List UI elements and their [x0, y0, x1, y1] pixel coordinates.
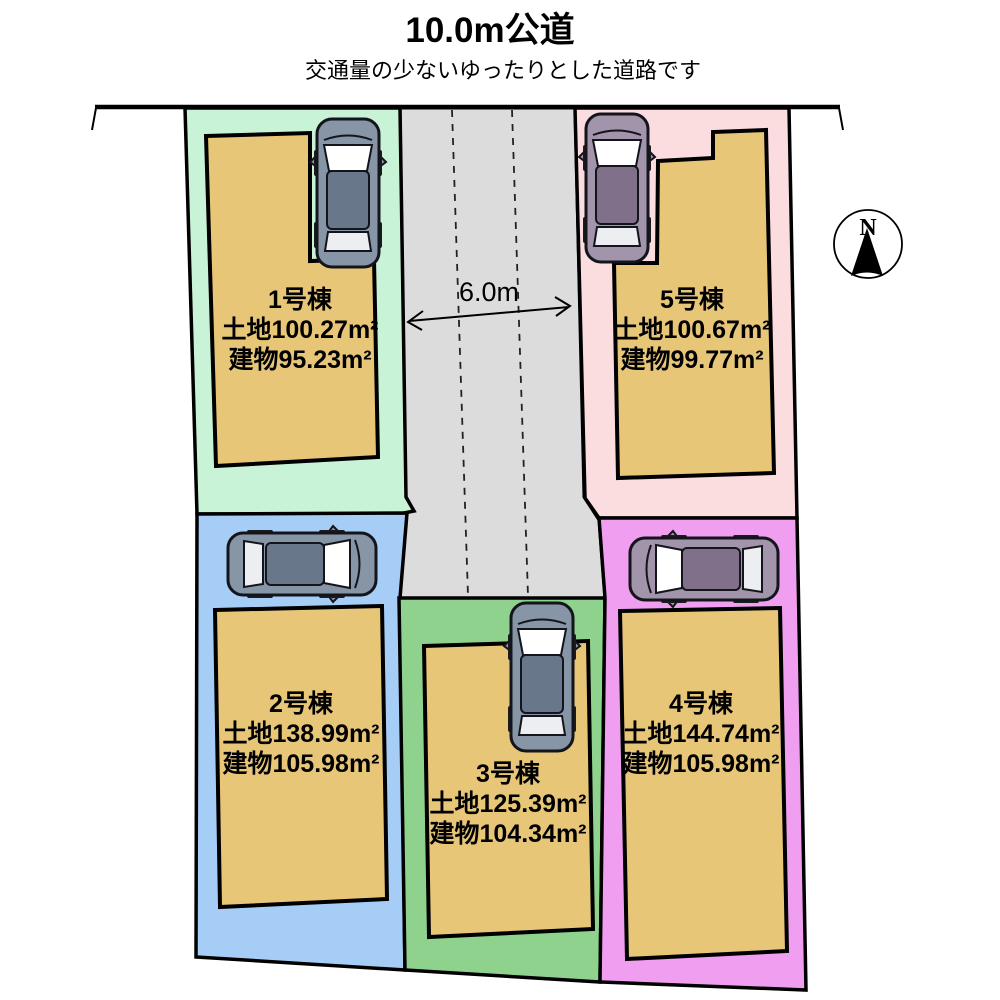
lot-1-land-area: 土地100.27m² — [221, 316, 378, 344]
lot-3-name: 3号棟 — [476, 760, 541, 788]
compass-north-label: N — [859, 215, 877, 241]
dimension-arrow — [406, 296, 572, 331]
lot-5-building-area: 建物99.77m² — [620, 346, 763, 374]
car-icon-lot-1 — [308, 117, 388, 269]
lot-1-label: 1号棟 土地100.27m² 建物95.23m² — [221, 286, 378, 374]
lot-2-label: 2号棟 土地138.99m² 建物105.98m² — [222, 690, 379, 778]
car-icon-lot-3 — [502, 601, 582, 753]
lot-2-building — [212, 603, 390, 910]
road-line-end-tick — [91, 107, 97, 131]
car-icon-lot-4 — [628, 529, 780, 609]
lot-5-name: 5号棟 — [660, 286, 725, 314]
lot-5-label: 5号棟 土地100.67m² 建物99.77m² — [613, 286, 770, 374]
lot-5-land-area: 土地100.67m² — [613, 316, 770, 344]
compass: N — [833, 209, 903, 279]
road-width-dimension: 6.0m — [406, 277, 572, 331]
page-subtitle: 交通量の少ないゆったりとした道路です — [305, 58, 701, 83]
road-width-label: 6.0m — [459, 277, 519, 307]
road-line-end-tick — [838, 107, 844, 131]
lot-3-building-area: 建物104.34m² — [429, 820, 586, 848]
lot-2-land-area: 土地138.99m² — [222, 720, 379, 748]
lot-4-building — [617, 605, 790, 962]
page-title: 10.0m公道 — [405, 11, 574, 50]
lot-5-building — [611, 127, 777, 481]
lot-2-building-area: 建物105.98m² — [222, 750, 379, 778]
lot-1-name: 1号棟 — [268, 286, 333, 314]
lot-4-name: 4号棟 — [669, 690, 734, 718]
road-dashed-line — [511, 109, 529, 597]
lot-2-name: 2号棟 — [269, 690, 334, 718]
lot-3-land-area: 土地125.39m² — [429, 790, 586, 818]
car-icon-lot-5 — [577, 112, 657, 264]
car-icon-lot-2 — [226, 524, 378, 604]
lot-4-label: 4号棟 土地144.74m² 建物105.98m² — [622, 690, 779, 778]
road-dashed-line — [451, 109, 469, 597]
lot-4-building-area: 建物105.98m² — [622, 750, 779, 778]
road-area — [397, 106, 607, 600]
compass-needle-icon — [851, 228, 883, 276]
lot-3-label: 3号棟 土地125.39m² 建物104.34m² — [429, 760, 586, 848]
lot-1-building-area: 建物95.23m² — [228, 346, 371, 374]
lot-4-land-area: 土地144.74m² — [622, 720, 779, 748]
